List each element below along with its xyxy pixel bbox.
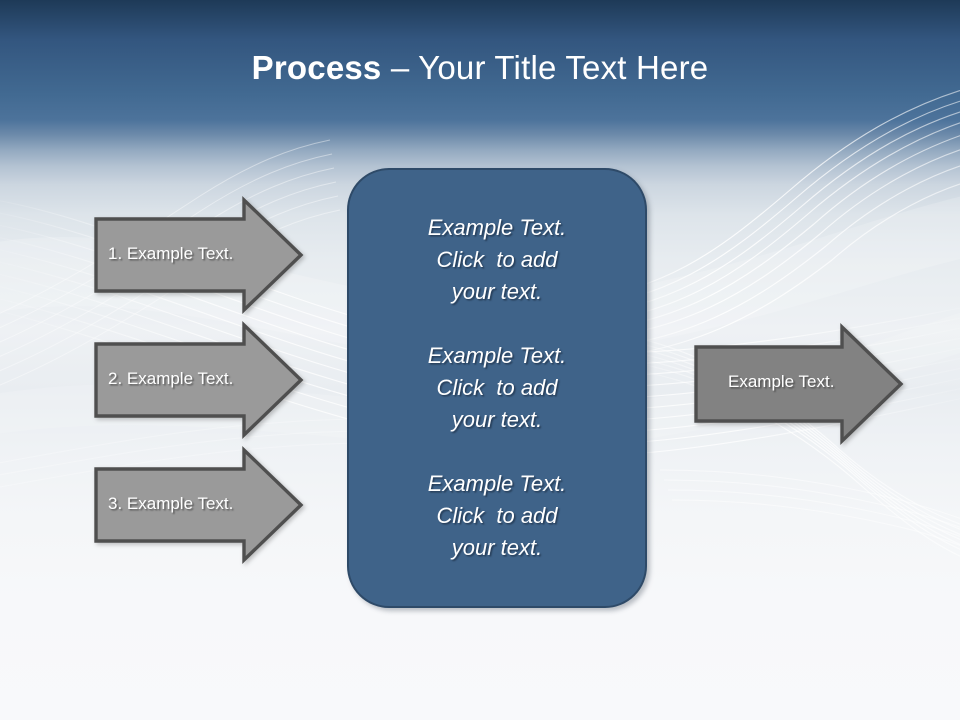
slide-title: Process – Your Title Text Here: [0, 48, 960, 88]
process-center-panel[interactable]: Example Text. Click to add your text. Ex…: [347, 168, 647, 608]
center-panel-block-3-line-1: Example Text.: [427, 471, 567, 496]
slide-title-rest: – Your Title Text Here: [381, 49, 709, 86]
process-step-arrow-3[interactable]: 3. Example Text.: [94, 445, 304, 565]
center-panel-block-1-line-1: Example Text.: [427, 215, 567, 240]
slide-title-bold: Process: [251, 49, 382, 86]
center-panel-text-block-1: Example Text. Click to add your text.: [349, 212, 645, 308]
center-panel-block-3-line-3: your text.: [451, 535, 543, 560]
center-panel-text-block-3: Example Text. Click to add your text.: [349, 468, 645, 564]
center-panel-block-2-line-2: Click to add: [436, 375, 558, 400]
center-panel-block-3-line-2: Click to add: [436, 503, 558, 528]
process-step-arrow-1[interactable]: 1. Example Text.: [94, 195, 304, 315]
center-panel-block-2-line-3: your text.: [451, 407, 543, 432]
center-panel-block-1-line-3: your text.: [451, 279, 543, 304]
center-panel-block-2-line-1: Example Text.: [427, 343, 567, 368]
process-step-arrow-2[interactable]: 2. Example Text.: [94, 320, 304, 440]
center-panel-text-block-2: Example Text. Click to add your text.: [349, 340, 645, 436]
center-panel-block-1-line-2: Click to add: [436, 247, 558, 272]
process-output-arrow[interactable]: Example Text.: [694, 322, 904, 446]
